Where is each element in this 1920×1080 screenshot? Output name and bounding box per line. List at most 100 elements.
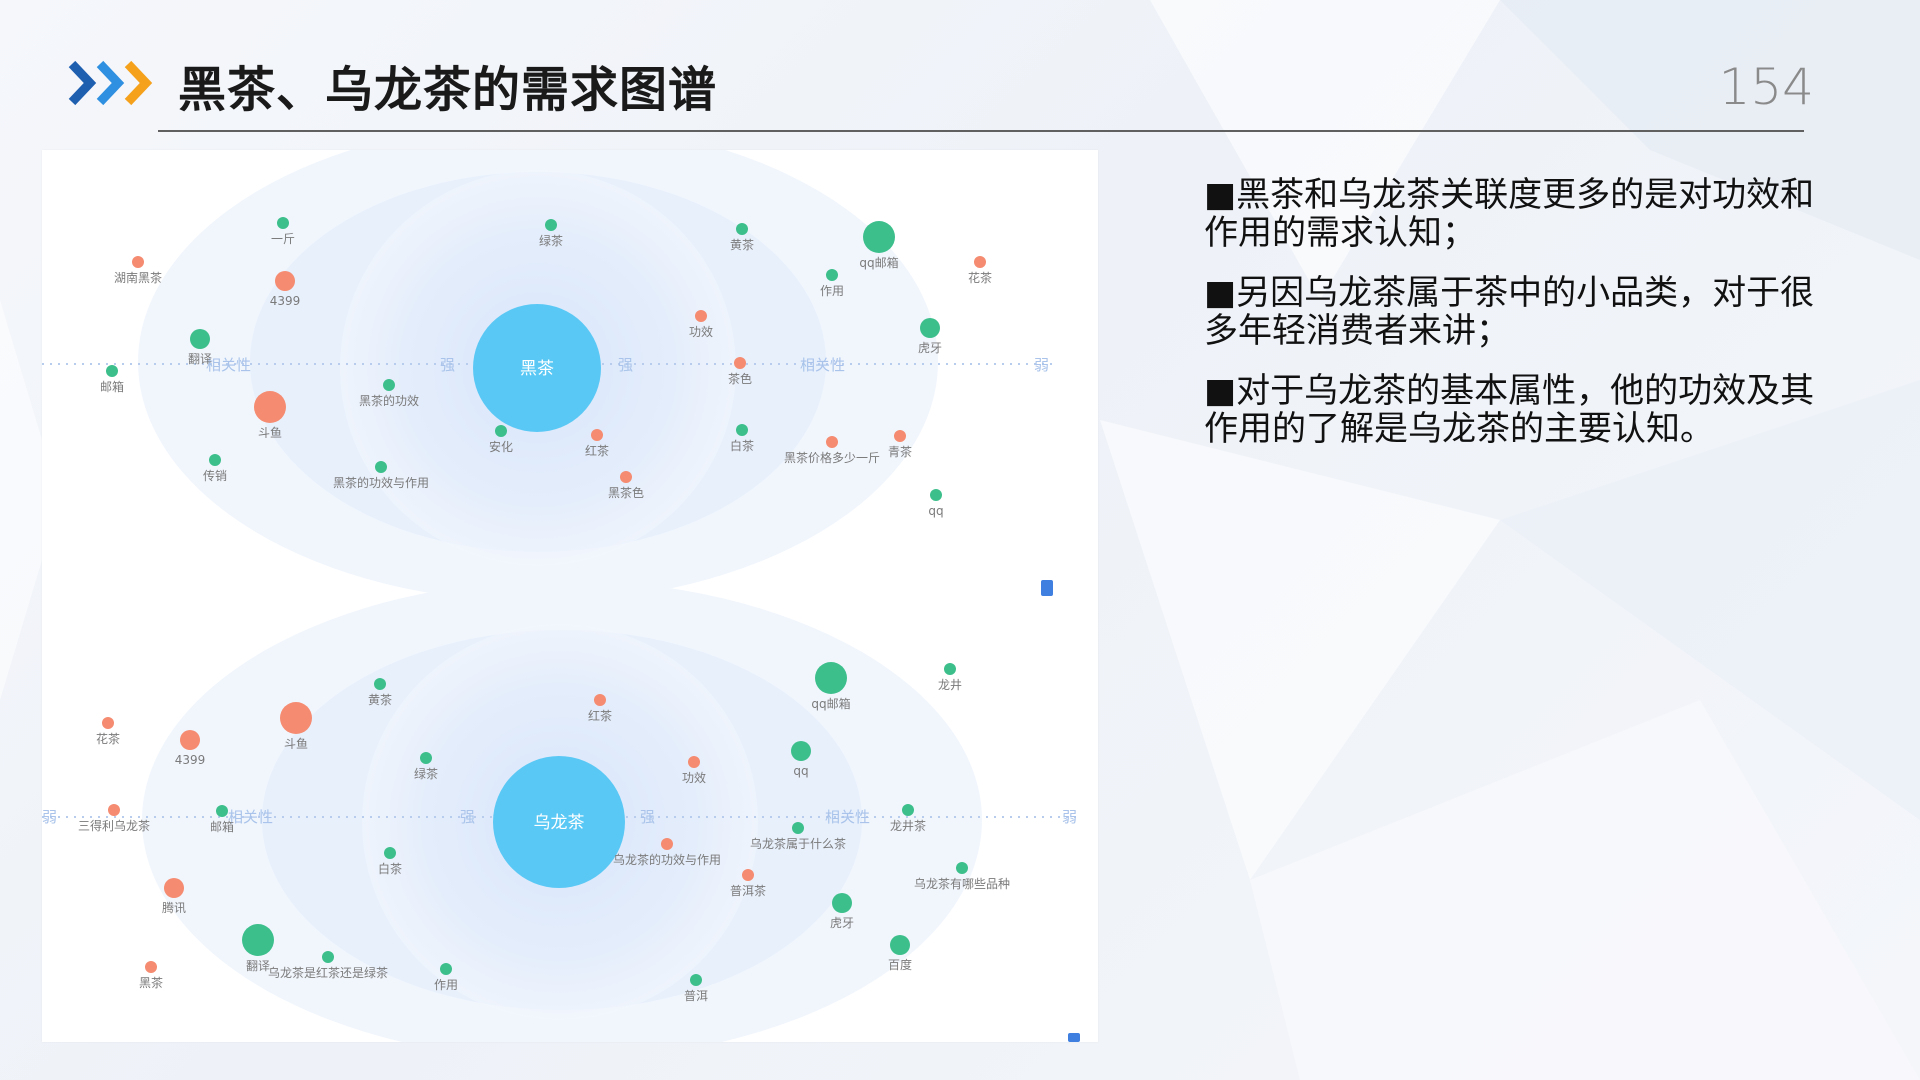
keyword-node[interactable] (620, 471, 632, 483)
axis-label-strong: 强 (460, 808, 475, 826)
keyword-node[interactable] (591, 429, 603, 441)
keyword-node[interactable] (384, 847, 396, 859)
keyword-node[interactable] (792, 822, 804, 834)
keyword-node[interactable] (930, 489, 942, 501)
axis-label-strong: 强 (618, 356, 633, 374)
keyword-node[interactable] (920, 318, 940, 338)
keyword-node-label: 黄茶 (368, 692, 392, 707)
center-node[interactable] (493, 756, 625, 888)
keyword-node[interactable] (254, 391, 286, 423)
keyword-node-label: 白茶 (378, 861, 402, 876)
axis-label-relevance: 相关性 (800, 356, 845, 374)
keyword-node[interactable] (242, 924, 274, 956)
keyword-node[interactable] (383, 379, 395, 391)
keyword-node-label: 功效 (689, 324, 713, 339)
keyword-node[interactable] (180, 730, 200, 750)
keyword-node[interactable] (974, 256, 986, 268)
keyword-node[interactable] (815, 662, 847, 694)
keyword-node[interactable] (826, 436, 838, 448)
keyword-node-label: 花茶 (96, 731, 120, 746)
axis-label-strong: 强 (440, 356, 455, 374)
keyword-node-label: 乌龙茶是红茶还是绿茶 (268, 965, 388, 980)
center-node[interactable] (473, 304, 601, 432)
keyword-node[interactable] (322, 951, 334, 963)
keyword-node-label: 黑茶 (139, 975, 163, 990)
axis-label-relevance: 相关性 (206, 356, 251, 374)
keyword-node[interactable] (280, 702, 312, 734)
page-number: 154 (1718, 58, 1814, 116)
keyword-node[interactable] (742, 869, 754, 881)
keyword-node[interactable] (275, 271, 295, 291)
keyword-node[interactable] (216, 805, 228, 817)
keyword-node-label: 黑茶的功效 (359, 393, 419, 408)
keyword-node[interactable] (690, 974, 702, 986)
keyword-node[interactable] (190, 329, 210, 349)
axis-label-weak: 弱 (1062, 808, 1077, 826)
keyword-node-label: 黑茶的功效与作用 (333, 475, 429, 490)
keyword-node[interactable] (944, 663, 956, 675)
scroll-marker[interactable] (1068, 1033, 1080, 1042)
keyword-node[interactable] (890, 935, 910, 955)
keyword-node[interactable] (791, 741, 811, 761)
keyword-node-label: 红茶 (585, 443, 609, 458)
keyword-node[interactable] (106, 365, 118, 377)
center-node-label: 乌龙茶 (534, 813, 585, 833)
keyword-node[interactable] (102, 717, 114, 729)
title-divider (158, 130, 1804, 132)
insight-list: ■黑茶和乌龙茶关联度更多的是对功效和作用的需求认知； ■另因乌龙茶属于茶中的小品… (1204, 176, 1824, 470)
keyword-node-label: qq邮箱 (811, 696, 850, 711)
center-node-label: 黑茶 (520, 359, 554, 379)
keyword-node[interactable] (688, 756, 700, 768)
scroll-marker[interactable] (1041, 580, 1053, 596)
keyword-node[interactable] (594, 694, 606, 706)
keyword-node-label: 黑茶色 (608, 485, 644, 500)
keyword-node[interactable] (209, 454, 221, 466)
keyword-node-label: 三得利乌龙茶 (78, 818, 150, 833)
keyword-node-label: 龙井 (938, 678, 962, 692)
keyword-node[interactable] (695, 310, 707, 322)
keyword-node-label: 斗鱼 (284, 737, 308, 751)
keyword-node-label: qq (928, 504, 943, 518)
keyword-node-label: 乌龙茶有哪些品种 (914, 876, 1010, 891)
keyword-node[interactable] (545, 219, 557, 231)
keyword-node[interactable] (736, 424, 748, 436)
keyword-node[interactable] (108, 804, 120, 816)
keyword-node-label: 作用 (820, 284, 844, 298)
keyword-node[interactable] (145, 961, 157, 973)
keyword-node-label: 普洱 (684, 989, 708, 1003)
keyword-node-label: 一斤 (271, 232, 295, 246)
keyword-node[interactable] (956, 862, 968, 874)
keyword-node-label: 红茶 (588, 708, 612, 723)
demand-graph-panel: 黑茶 相关性 强 强 相关性 弱 乌龙茶 弱 相关性 强 强 相关性 弱 一斤绿… (42, 150, 1098, 1042)
keyword-node[interactable] (902, 804, 914, 816)
keyword-node-label: 邮箱 (210, 819, 234, 834)
keyword-node[interactable] (374, 678, 386, 690)
keyword-node[interactable] (734, 357, 746, 369)
keyword-node[interactable] (894, 430, 906, 442)
axis-label-weak: 弱 (1034, 356, 1049, 374)
chevron-right-icon (68, 60, 153, 106)
keyword-node-label: 百度 (888, 957, 912, 972)
keyword-node[interactable] (661, 838, 673, 850)
keyword-node[interactable] (420, 752, 432, 764)
keyword-node-label: 斗鱼 (258, 426, 282, 440)
keyword-node-label: 虎牙 (918, 341, 942, 355)
keyword-node[interactable] (495, 425, 507, 437)
keyword-node[interactable] (375, 461, 387, 473)
keyword-node-label: 4399 (270, 294, 301, 308)
keyword-node-label: 翻译 (188, 352, 212, 366)
keyword-node[interactable] (736, 223, 748, 235)
keyword-node[interactable] (277, 217, 289, 229)
keyword-node[interactable] (440, 963, 452, 975)
demand-graph: 黑茶 相关性 强 强 相关性 弱 乌龙茶 弱 相关性 强 强 相关性 弱 一斤绿… (42, 150, 1082, 1042)
keyword-node[interactable] (132, 256, 144, 268)
keyword-node-label: 绿茶 (414, 766, 438, 781)
axis-label-relevance: 相关性 (825, 808, 870, 826)
keyword-node-label: 腾讯 (162, 900, 186, 915)
keyword-node[interactable] (863, 221, 895, 253)
keyword-node[interactable] (826, 269, 838, 281)
keyword-node[interactable] (832, 893, 852, 913)
keyword-node[interactable] (164, 878, 184, 898)
keyword-node-label: 普洱茶 (730, 883, 766, 898)
keyword-node-label: 乌龙茶属于什么茶 (750, 836, 846, 851)
